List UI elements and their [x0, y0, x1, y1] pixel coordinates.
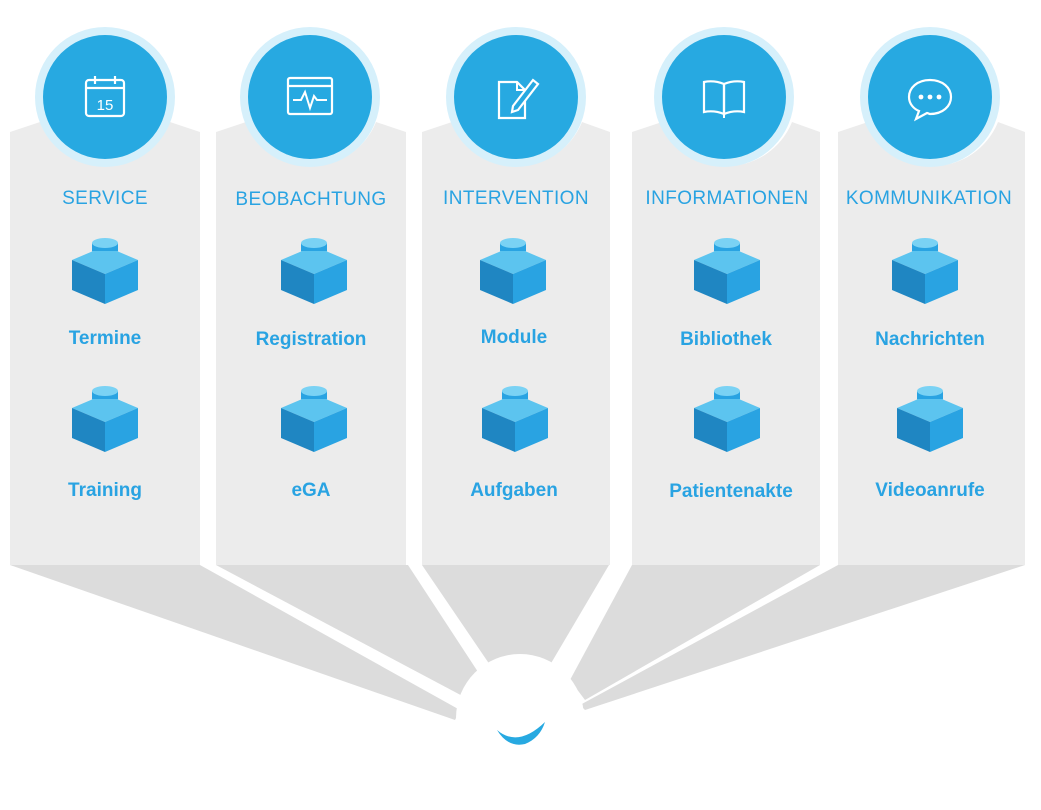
- item-label[interactable]: Registration: [255, 329, 367, 350]
- badge-informationen: [654, 27, 794, 167]
- panel-3: [422, 122, 610, 565]
- badge-service: 15: [35, 27, 175, 167]
- block-icon: [892, 238, 958, 304]
- document-pencil-icon: [497, 78, 540, 120]
- monitor-heartbeat-icon: [286, 76, 334, 116]
- block-icon: [897, 386, 963, 452]
- floor-beam-3: [422, 565, 609, 665]
- item-label[interactable]: Videoanrufe: [875, 480, 985, 501]
- column-title-intervention: INTERVENTION: [443, 188, 589, 209]
- block-icon: [72, 386, 138, 452]
- panel-1: [10, 122, 200, 565]
- block-icon: [694, 386, 760, 452]
- calendar-icon: 15: [84, 76, 126, 118]
- item-label[interactable]: Nachrichten: [875, 329, 985, 350]
- block-icon: [480, 238, 546, 304]
- floor-beam-2: [216, 565, 480, 700]
- badge-beobachtung: [240, 27, 380, 167]
- block-icon: [482, 386, 548, 452]
- column-title-kommunikation: KOMMUNIKATION: [845, 188, 1013, 209]
- chat-bubble-icon: [907, 78, 953, 122]
- floor-beam-5: [580, 565, 1025, 710]
- book-icon: [702, 80, 746, 118]
- block-icon: [281, 238, 347, 304]
- block-icon: [281, 386, 347, 452]
- item-label[interactable]: Training: [68, 480, 142, 501]
- hub-circle: [456, 654, 584, 782]
- floor-beam-1: [10, 565, 460, 720]
- panel-4: [632, 122, 820, 565]
- badge-kommunikation: [860, 27, 1000, 167]
- panel-2: [216, 122, 406, 565]
- item-label[interactable]: Module: [480, 327, 548, 348]
- block-icon: [694, 238, 760, 304]
- column-title-informationen: INFORMATIONEN: [645, 188, 809, 209]
- block-icon: [72, 238, 138, 304]
- item-label[interactable]: Bibliothek: [680, 329, 772, 350]
- floor-beam-4: [570, 565, 820, 700]
- item-label[interactable]: Patientenakte: [669, 481, 793, 502]
- item-label[interactable]: Aufgaben: [470, 480, 558, 501]
- calendar-day-number: 15: [97, 97, 114, 114]
- item-label[interactable]: eGA: [291, 480, 331, 501]
- column-title-beobachtung: BEOBACHTUNG: [235, 189, 387, 210]
- item-label[interactable]: Termine: [68, 328, 142, 349]
- column-title-service: SERVICE: [62, 188, 148, 209]
- bird-logo-icon: [497, 722, 545, 745]
- panel-5: [838, 122, 1025, 565]
- badge-intervention: [446, 27, 586, 167]
